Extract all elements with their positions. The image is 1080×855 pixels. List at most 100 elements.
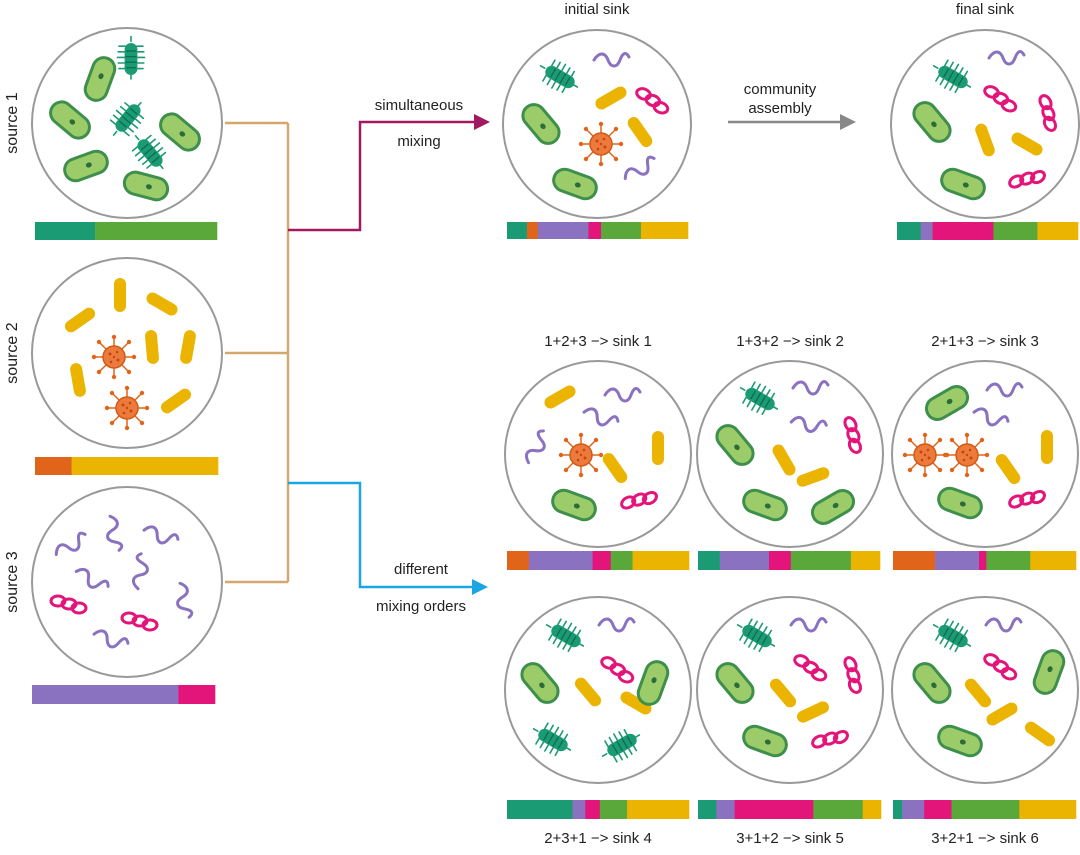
sink-6-label: 3+2+1 −> sink 6 <box>931 830 1039 847</box>
bar-segment-green <box>610 551 633 570</box>
bar-segment-purple <box>920 222 933 240</box>
bar-segment-green <box>986 551 1031 570</box>
bar-segment-green <box>993 222 1038 240</box>
sink-1 <box>504 360 692 570</box>
bar-segment-yellow <box>632 551 690 570</box>
initial-sink-bar <box>507 222 689 239</box>
sink-6-bar <box>893 800 1077 819</box>
source-2: source 2 <box>4 257 223 475</box>
sink-2-circle <box>696 360 884 548</box>
bar-segment-purple <box>528 551 593 570</box>
bar-segment-yellow <box>640 222 689 239</box>
orders-arrow-line <box>288 481 474 589</box>
bar-segment-yellow <box>850 551 881 570</box>
sink-6 <box>891 596 1079 819</box>
sink-5 <box>696 596 884 819</box>
final-sink-bar <box>897 222 1079 240</box>
source-1-bar <box>35 222 218 240</box>
bar-segment-teal <box>893 800 903 819</box>
bar-segment-purple <box>719 551 770 570</box>
bar-segment-yellow <box>1030 551 1077 570</box>
sink-1-label: 1+2+3 −> sink 1 <box>544 333 652 350</box>
sink-2 <box>696 360 884 570</box>
bar-segment-purple <box>716 800 735 819</box>
source-3-bar <box>32 685 216 704</box>
source-connectors <box>225 114 856 595</box>
bar-segment-yellow <box>862 800 882 819</box>
bar-segment-pink <box>592 551 612 570</box>
source-1: source 1 <box>4 27 223 240</box>
bar-segment-pink <box>768 551 792 570</box>
virus <box>104 385 150 431</box>
source-2-label: source 2 <box>4 322 21 383</box>
final-sink-title: final sink <box>956 1 1015 18</box>
bar-segment-yellow <box>1037 222 1079 240</box>
assembly-label-2: assembly <box>748 100 812 117</box>
bar-segment-teal <box>897 222 921 240</box>
bar-segment-purple <box>572 800 586 819</box>
bar-segment-pink <box>924 800 952 819</box>
bar-segment-pink <box>178 685 216 704</box>
bar-segment-purple <box>32 685 179 704</box>
final-sink: final sink <box>890 1 1080 240</box>
sink-4-label: 2+3+1 −> sink 4 <box>544 830 652 847</box>
bar-segment-orange <box>526 222 539 239</box>
simultaneous-arrowhead <box>474 114 490 130</box>
bar-segment-pink <box>734 800 814 819</box>
bar-segment-orange <box>893 551 936 570</box>
yellow-rod <box>114 278 126 312</box>
bar-segment-purple <box>935 551 980 570</box>
bar-segment-green <box>601 222 642 239</box>
sink-3 <box>891 360 1079 570</box>
bar-segment-yellow <box>71 457 219 475</box>
orders-arrowhead <box>472 579 488 595</box>
simultaneous-arrow-line <box>288 120 478 232</box>
assembly-label: community <box>744 81 817 98</box>
bar-segment-purple <box>537 222 589 239</box>
virus <box>578 121 624 167</box>
yellow-rod <box>652 431 664 465</box>
source-2-bar <box>35 457 219 475</box>
bar-segment-pink <box>979 551 987 570</box>
bar-segment-purple <box>902 800 925 819</box>
initial-sink: initial sink <box>502 1 692 239</box>
bar-segment-orange <box>507 551 530 570</box>
virus <box>558 432 604 478</box>
virus <box>902 432 948 478</box>
source-3-circle <box>31 486 223 678</box>
bar-segment-pink <box>588 222 602 239</box>
sink-2-label: 1+3+2 −> sink 2 <box>736 333 844 350</box>
bar-segment-yellow <box>627 800 690 819</box>
initial-sink-title: initial sink <box>564 1 630 18</box>
sink-5-bar <box>698 800 882 819</box>
sink-3-bar <box>893 551 1077 570</box>
simultaneous-label: simultaneous <box>375 97 463 114</box>
bar-segment-green <box>813 800 863 819</box>
sink-5-label: 3+1+2 −> sink 5 <box>736 830 844 847</box>
sink-4-bar <box>507 800 690 819</box>
bar-segment-teal <box>698 551 721 570</box>
bar-segment-green <box>951 800 1020 819</box>
assembly-arrowhead <box>840 114 856 130</box>
bar-segment-green <box>599 800 628 819</box>
bar-segment-pink <box>932 222 994 240</box>
bar-segment-green <box>95 222 218 240</box>
orders-label: different <box>394 561 449 578</box>
bar-segment-orange <box>35 457 72 475</box>
sink-3-label: 2+1+3 −> sink 3 <box>931 333 1039 350</box>
bar-segment-teal <box>507 222 528 239</box>
yellow-rod <box>1041 430 1053 464</box>
bar-segment-teal <box>507 800 573 819</box>
bar-segment-teal <box>698 800 717 819</box>
source-3: source 3 <box>4 486 223 704</box>
bar-segment-pink <box>585 800 601 819</box>
sink-2-bar <box>698 551 881 570</box>
orders-label-2: mixing orders <box>376 598 466 615</box>
bar-segment-teal <box>35 222 96 240</box>
bar-segment-yellow <box>1019 800 1077 819</box>
virus <box>91 334 137 380</box>
virus <box>944 432 990 478</box>
source-1-label: source 1 <box>4 92 21 153</box>
source-3-label: source 3 <box>4 551 21 612</box>
simultaneous-label-2: mixing <box>397 133 440 150</box>
